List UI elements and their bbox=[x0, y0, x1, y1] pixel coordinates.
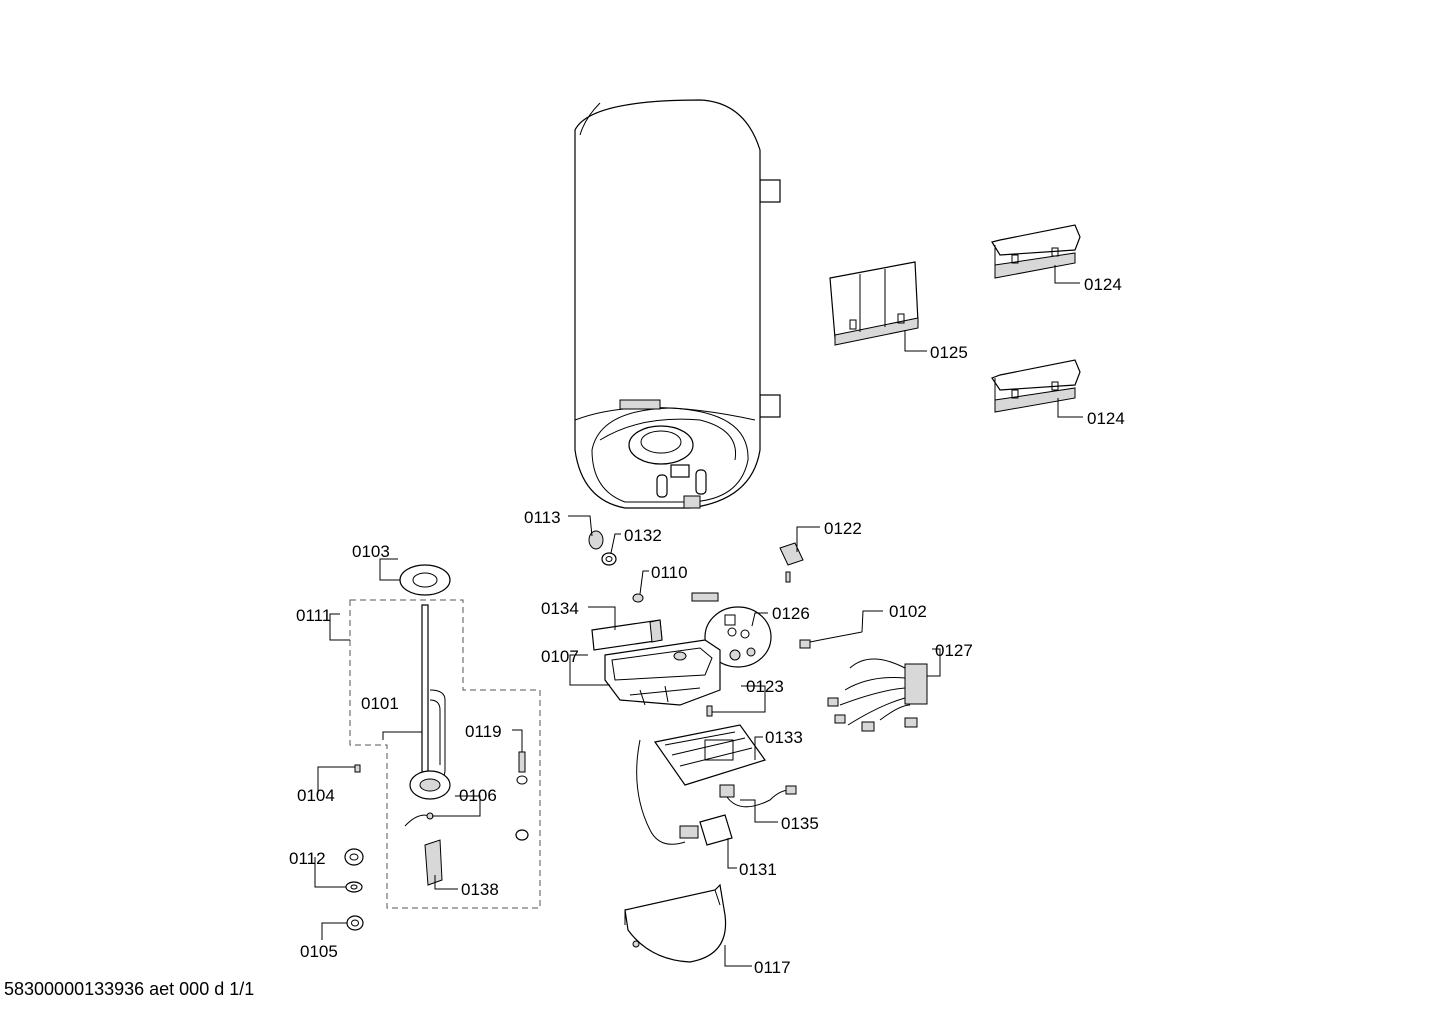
wall-bracket-0125 bbox=[829, 261, 919, 346]
label-0110: 0110 bbox=[651, 563, 688, 582]
document-footer-id: 58300000133936 aet 000 d 1/1 bbox=[4, 979, 255, 999]
label-0122: 0122 bbox=[824, 519, 862, 538]
label-0112: 0112 bbox=[289, 849, 326, 868]
leader-lines bbox=[314, 265, 1083, 967]
clip-0122 bbox=[779, 542, 804, 583]
label-0131: 0131 bbox=[739, 860, 777, 879]
anode-0119 bbox=[516, 751, 528, 785]
label-0124-bottom: 0124 bbox=[1087, 409, 1125, 428]
nut-0112 bbox=[344, 848, 364, 893]
label-0132: 0132 bbox=[624, 526, 662, 545]
dashed-assembly-group-0111 bbox=[349, 599, 541, 909]
cable-0102 bbox=[799, 631, 863, 649]
label-0134: 0134 bbox=[541, 599, 579, 618]
thermostat-0131 bbox=[649, 814, 733, 846]
wire-0106 bbox=[404, 812, 434, 827]
label-0124-top: 0124 bbox=[1084, 275, 1122, 294]
label-0106: 0106 bbox=[459, 786, 497, 805]
heating-element-0101 bbox=[409, 604, 451, 800]
bracket-0138 bbox=[424, 839, 443, 886]
label-0126: 0126 bbox=[772, 604, 810, 623]
label-0135: 0135 bbox=[781, 814, 819, 833]
label-0133: 0133 bbox=[765, 728, 803, 747]
label-0105: 0105 bbox=[300, 942, 338, 961]
label-0111: 0111 bbox=[296, 606, 331, 625]
control-panel-0126 bbox=[704, 606, 772, 668]
part-labels: 0124 0124 0125 0122 0113 0132 0110 0134 … bbox=[289, 275, 1125, 977]
wall-bracket-0124-top bbox=[991, 224, 1081, 279]
label-0125: 0125 bbox=[930, 343, 968, 362]
wall-bracket-0124-bottom bbox=[991, 359, 1081, 413]
label-0113: 0113 bbox=[524, 508, 561, 527]
label-0103: 0103 bbox=[352, 542, 390, 561]
label-0117: 0117 bbox=[754, 958, 791, 977]
pcb-0133 bbox=[636, 724, 766, 831]
cable-0135 bbox=[719, 784, 797, 808]
label-0102: 0102 bbox=[889, 602, 927, 621]
wiring-harness-0127 bbox=[827, 658, 928, 732]
nut-0105 bbox=[346, 915, 364, 931]
nut-0132 bbox=[601, 552, 617, 566]
nut-in-group bbox=[515, 829, 529, 841]
label-0104: 0104 bbox=[297, 786, 335, 805]
label-0123: 0123 bbox=[746, 677, 784, 696]
terminal-strip bbox=[691, 592, 719, 602]
label-plate-0134 bbox=[591, 619, 663, 651]
flange-gasket-0103 bbox=[399, 564, 451, 596]
sensor-0123 bbox=[706, 705, 713, 717]
label-0119: 0119 bbox=[465, 722, 502, 741]
screw-0104 bbox=[354, 764, 361, 773]
nut-0110 bbox=[632, 593, 644, 603]
housing-0107 bbox=[604, 639, 721, 706]
bottom-cover-0117 bbox=[624, 883, 727, 963]
label-0101: 0101 bbox=[361, 694, 399, 713]
water-heater-tank bbox=[574, 99, 781, 509]
label-0127: 0127 bbox=[935, 641, 973, 660]
label-0138: 0138 bbox=[461, 880, 499, 899]
fitting-0113 bbox=[588, 530, 604, 550]
label-0107: 0107 bbox=[541, 647, 579, 666]
